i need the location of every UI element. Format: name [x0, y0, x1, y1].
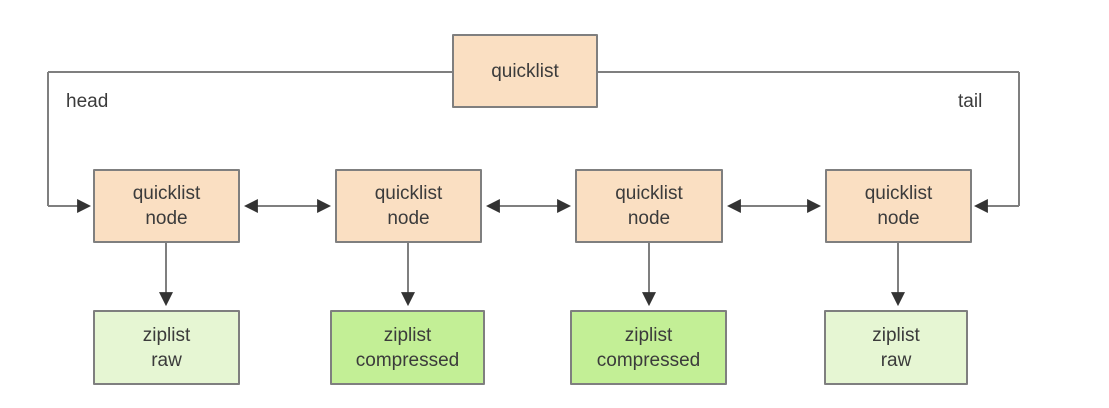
quicklist-node-2-label-line1: quicklist: [374, 183, 443, 204]
ziplist-box-2: ziplist compressed: [330, 310, 485, 385]
ziplist-4-label-line2: raw: [880, 349, 912, 371]
ziplist-2-label-line1: ziplist: [383, 324, 432, 346]
ziplist-3-label-line1: ziplist: [624, 324, 673, 346]
ziplist-2-label-line2: compressed: [355, 349, 460, 371]
quicklist-root-box: quicklist: [452, 34, 598, 108]
quicklist-node-4-label-line2: node: [877, 208, 920, 229]
quicklist-root-label: quicklist: [491, 60, 559, 82]
quicklist-node-1-label-line1: quicklist: [132, 183, 201, 204]
ziplist-1-label-line2: raw: [151, 349, 182, 371]
ziplist-1-label-line1: ziplist: [142, 324, 191, 346]
head-edge-label: head: [66, 91, 109, 112]
quicklist-node-1: quicklist node: [93, 169, 240, 243]
quicklist-node-3-label-line1: quicklist: [615, 183, 683, 204]
quicklist-node-1-label-line2: node: [145, 208, 188, 229]
ziplist-box-4: ziplist raw: [824, 310, 968, 385]
ziplist-box-1: ziplist raw: [93, 310, 240, 385]
quicklist-node-4: quicklist node: [825, 169, 972, 243]
tail-edge-label: tail: [958, 91, 983, 112]
quicklist-node-3: quicklist node: [575, 169, 723, 243]
quicklist-node-2: quicklist node: [335, 169, 482, 243]
ziplist-3-label-line2: compressed: [596, 349, 701, 371]
quicklist-node-2-label-line2: node: [387, 208, 430, 229]
quicklist-node-4-label-line1: quicklist: [864, 183, 933, 204]
quicklist-node-3-label-line2: node: [627, 208, 671, 229]
ziplist-box-3: ziplist compressed: [570, 310, 727, 385]
ziplist-4-label-line1: ziplist: [872, 324, 920, 346]
